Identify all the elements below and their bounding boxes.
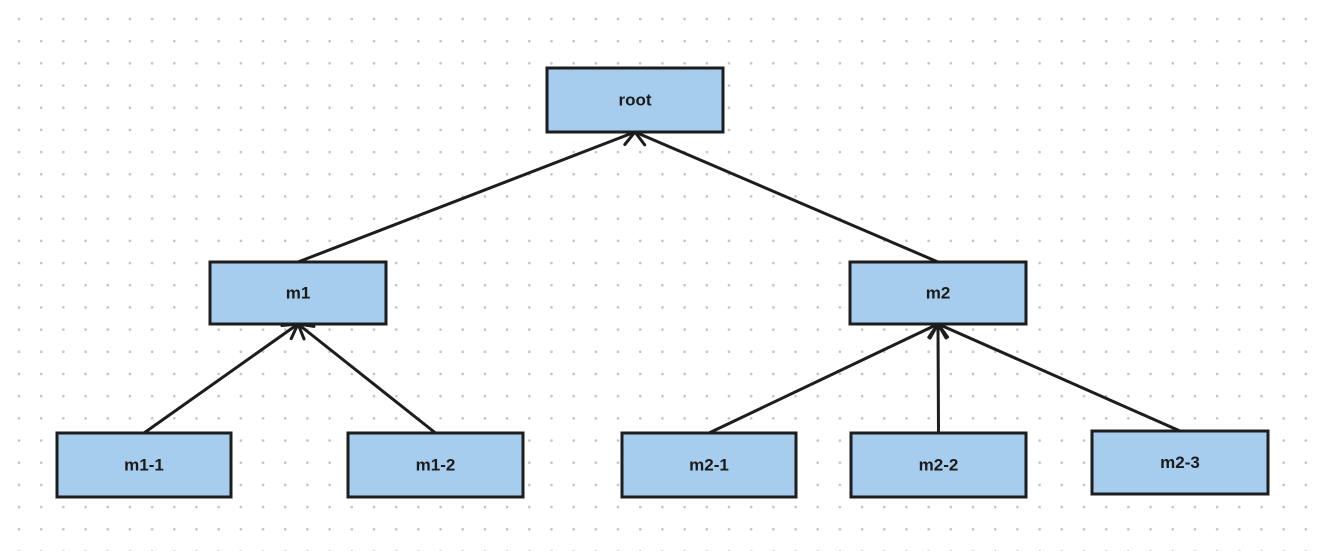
node-label-m1: m1 bbox=[286, 284, 311, 303]
node-box-m2[interactable] bbox=[848, 260, 1028, 326]
node-label-m1-2: m1-2 bbox=[416, 456, 456, 475]
node-label-m2-3: m2-3 bbox=[1160, 453, 1200, 472]
node-m2-3[interactable]: m2-3 bbox=[1090, 429, 1270, 496]
edge-m1-1-to-m1 bbox=[143, 322, 300, 435]
node-box-m1-1[interactable] bbox=[55, 431, 233, 499]
node-label-root: root bbox=[618, 91, 651, 110]
node-m2[interactable]: m2 bbox=[848, 260, 1028, 326]
node-m1[interactable]: m1 bbox=[208, 260, 388, 326]
nodes-layer: root m1 m2 m1-1 m1-2 m2-1 m2-2 m2-3 bbox=[55, 66, 1270, 499]
node-m1-1[interactable]: m1-1 bbox=[55, 431, 233, 499]
node-m2-1[interactable]: m2-1 bbox=[620, 431, 798, 499]
node-m2-2[interactable]: m2-2 bbox=[849, 431, 1028, 499]
node-label-m2-1: m2-1 bbox=[689, 456, 729, 475]
node-label-m1-1: m1-1 bbox=[124, 456, 164, 475]
node-box-m2-2[interactable] bbox=[849, 431, 1028, 499]
node-box-m2-1[interactable] bbox=[620, 431, 798, 499]
edge-m2-2-to-m2 bbox=[928, 322, 948, 434]
edge-m1-2-to-m1 bbox=[296, 322, 437, 435]
node-box-m2-3[interactable] bbox=[1090, 429, 1270, 496]
node-box-m1[interactable] bbox=[208, 260, 388, 326]
edges-layer bbox=[143, 128, 1181, 435]
node-label-m2-2: m2-2 bbox=[919, 456, 959, 475]
node-m1-2[interactable]: m1-2 bbox=[346, 431, 525, 499]
node-box-root[interactable] bbox=[545, 66, 725, 134]
edge-m2-1-to-m2 bbox=[708, 321, 940, 435]
edge-m2-to-root bbox=[633, 128, 939, 264]
edge-m1-to-root bbox=[297, 128, 637, 264]
edge-m2-3-to-m2 bbox=[936, 320, 1181, 433]
node-box-m1-2[interactable] bbox=[346, 431, 525, 499]
node-root[interactable]: root bbox=[545, 66, 725, 134]
node-label-m2: m2 bbox=[926, 284, 951, 303]
